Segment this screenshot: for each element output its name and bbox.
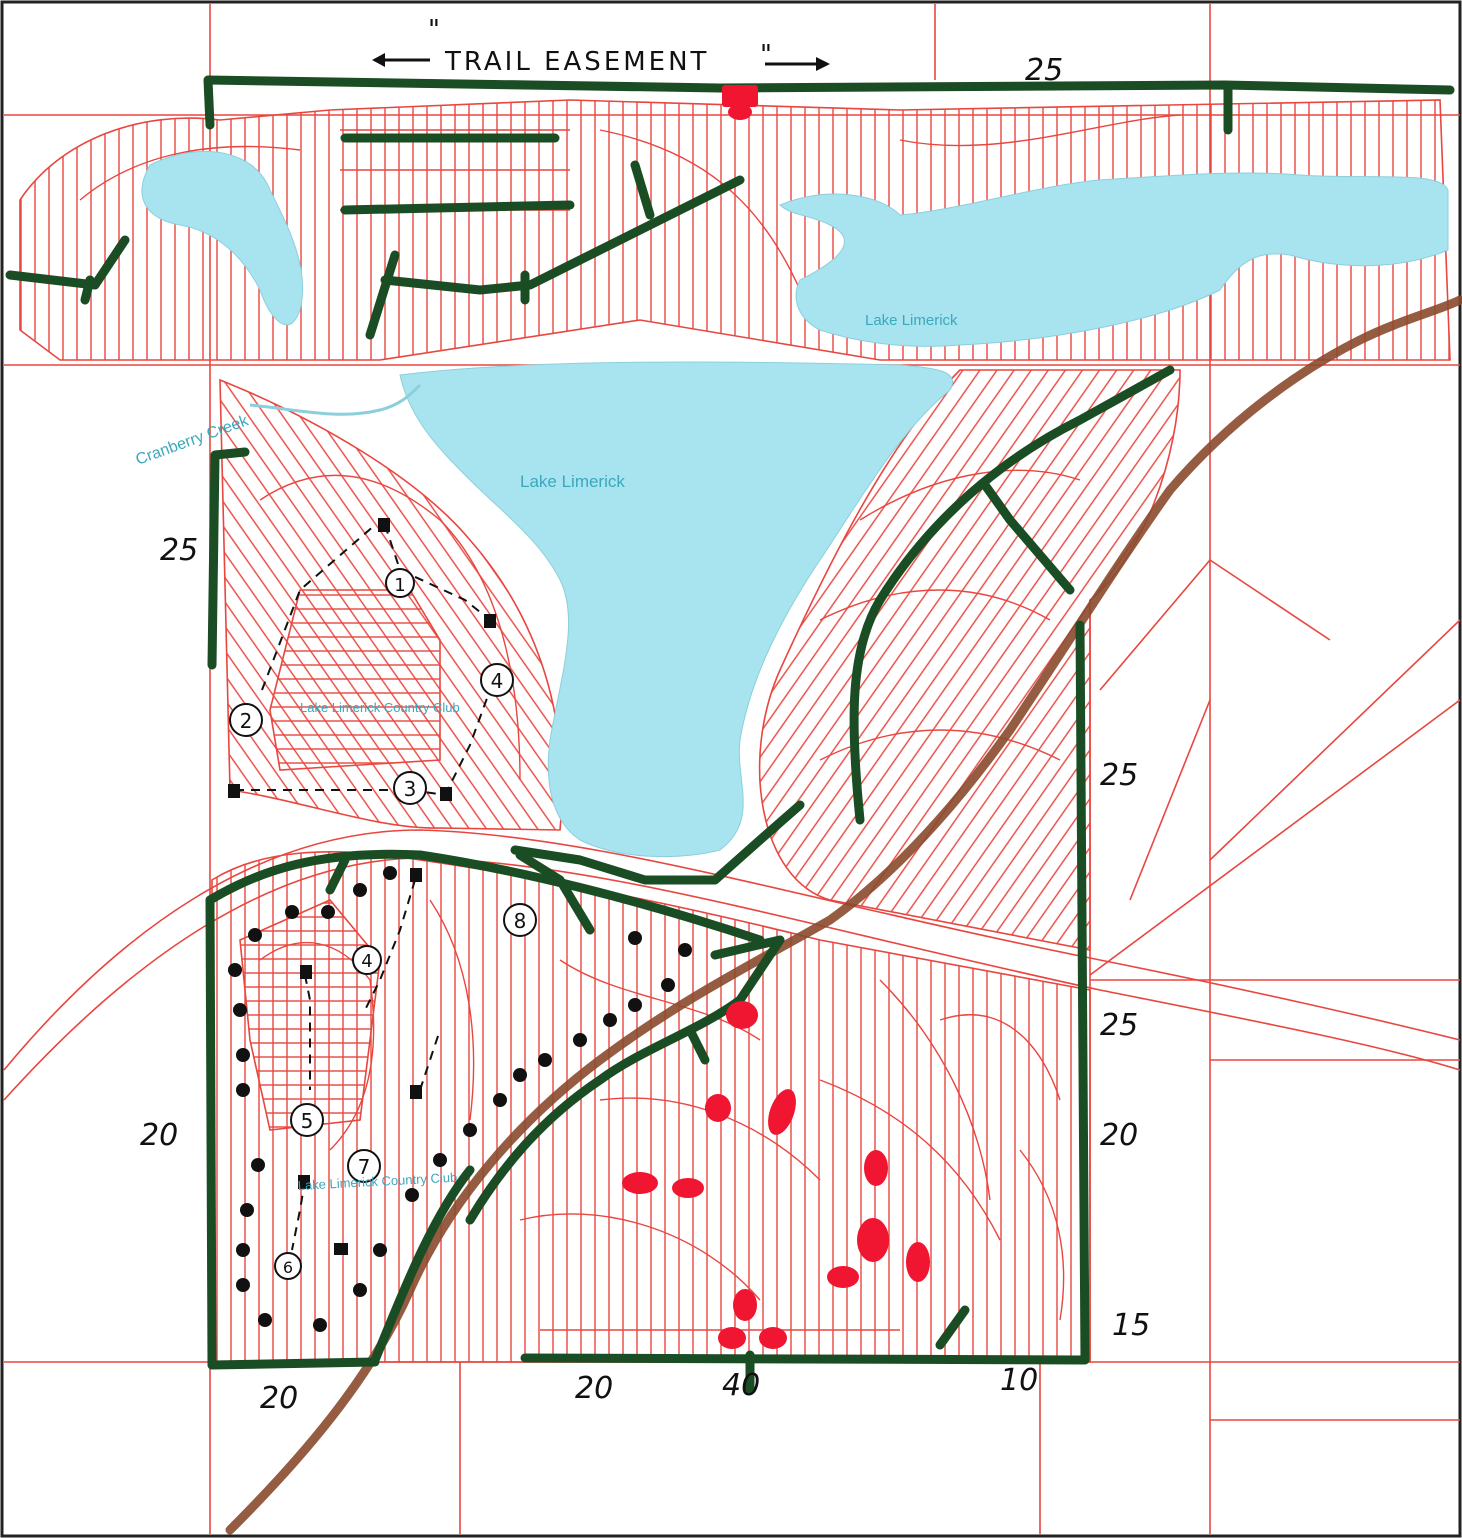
ditto-mark-close: " xyxy=(760,40,772,70)
lake-upper-west xyxy=(141,150,304,326)
tee-boxes xyxy=(228,518,496,1255)
svg-text:7: 7 xyxy=(358,1155,371,1179)
hole-marker: 3 xyxy=(393,771,427,805)
speed-left-lower: 20 xyxy=(140,1118,178,1153)
svg-text:1: 1 xyxy=(394,575,405,596)
highway xyxy=(225,295,1462,1535)
hole-marker: 5 xyxy=(290,1103,324,1137)
svg-text:5: 5 xyxy=(301,1109,314,1133)
hole-marker: 4 xyxy=(352,945,382,975)
trails xyxy=(5,75,1455,1395)
speed-left-mid: 25 xyxy=(160,533,198,568)
lake-main xyxy=(399,361,953,858)
cranberry-creek xyxy=(249,383,422,416)
trail-north-boundary xyxy=(203,75,1455,130)
trail-easement-label: TRAIL EASEMENT xyxy=(444,47,709,77)
country-club-upper-label: Lake Limerick Country Club xyxy=(300,700,460,715)
hole-marker: 6 xyxy=(274,1252,302,1280)
speed-bottom-mid: 20 xyxy=(575,1371,613,1406)
svg-text:4: 4 xyxy=(491,669,504,693)
trail-easement-annotation: " " TRAIL EASEMENT xyxy=(372,15,830,77)
dotted-trail xyxy=(228,866,692,1332)
hole-marker: 8 xyxy=(503,903,537,937)
svg-text:4: 4 xyxy=(361,951,372,972)
hole-marker: 7 xyxy=(347,1149,381,1183)
speed-top: 25 xyxy=(1025,53,1063,88)
speed-bottom-40: 40 xyxy=(722,1368,760,1403)
hole-marker: 4 xyxy=(480,663,514,697)
lake-upper-east xyxy=(779,172,1449,347)
svg-text:8: 8 xyxy=(514,909,527,933)
golf-hole-lines xyxy=(235,524,491,1251)
hole-marker: 2 xyxy=(229,703,263,737)
speed-labels: 25 25 25 25 20 20 15 20 20 40 10 xyxy=(140,53,1150,1416)
speed-right-upper: 25 xyxy=(1100,758,1138,793)
svg-text:2: 2 xyxy=(240,709,253,733)
speed-bottom-right: 10 xyxy=(1000,1363,1038,1398)
speed-right-bottom: 15 xyxy=(1112,1308,1150,1343)
svg-text:3: 3 xyxy=(404,777,417,801)
speed-right-mid: 25 xyxy=(1100,1008,1138,1043)
lake-limerick-label: Lake Limerick xyxy=(520,472,625,491)
ditto-mark-open: " xyxy=(428,15,440,45)
speed-right-lower: 20 xyxy=(1100,1118,1138,1153)
hole-marker: 1 xyxy=(385,568,415,598)
lakes xyxy=(141,150,1449,858)
hole-markers: 1 2 3 4 4 5 6 7 xyxy=(229,568,537,1280)
speed-bottom-left: 20 xyxy=(260,1381,298,1416)
svg-text:6: 6 xyxy=(283,1258,293,1277)
lake-limerick-upper-label: Lake Limerick xyxy=(865,312,958,329)
red-marks xyxy=(622,85,930,1349)
